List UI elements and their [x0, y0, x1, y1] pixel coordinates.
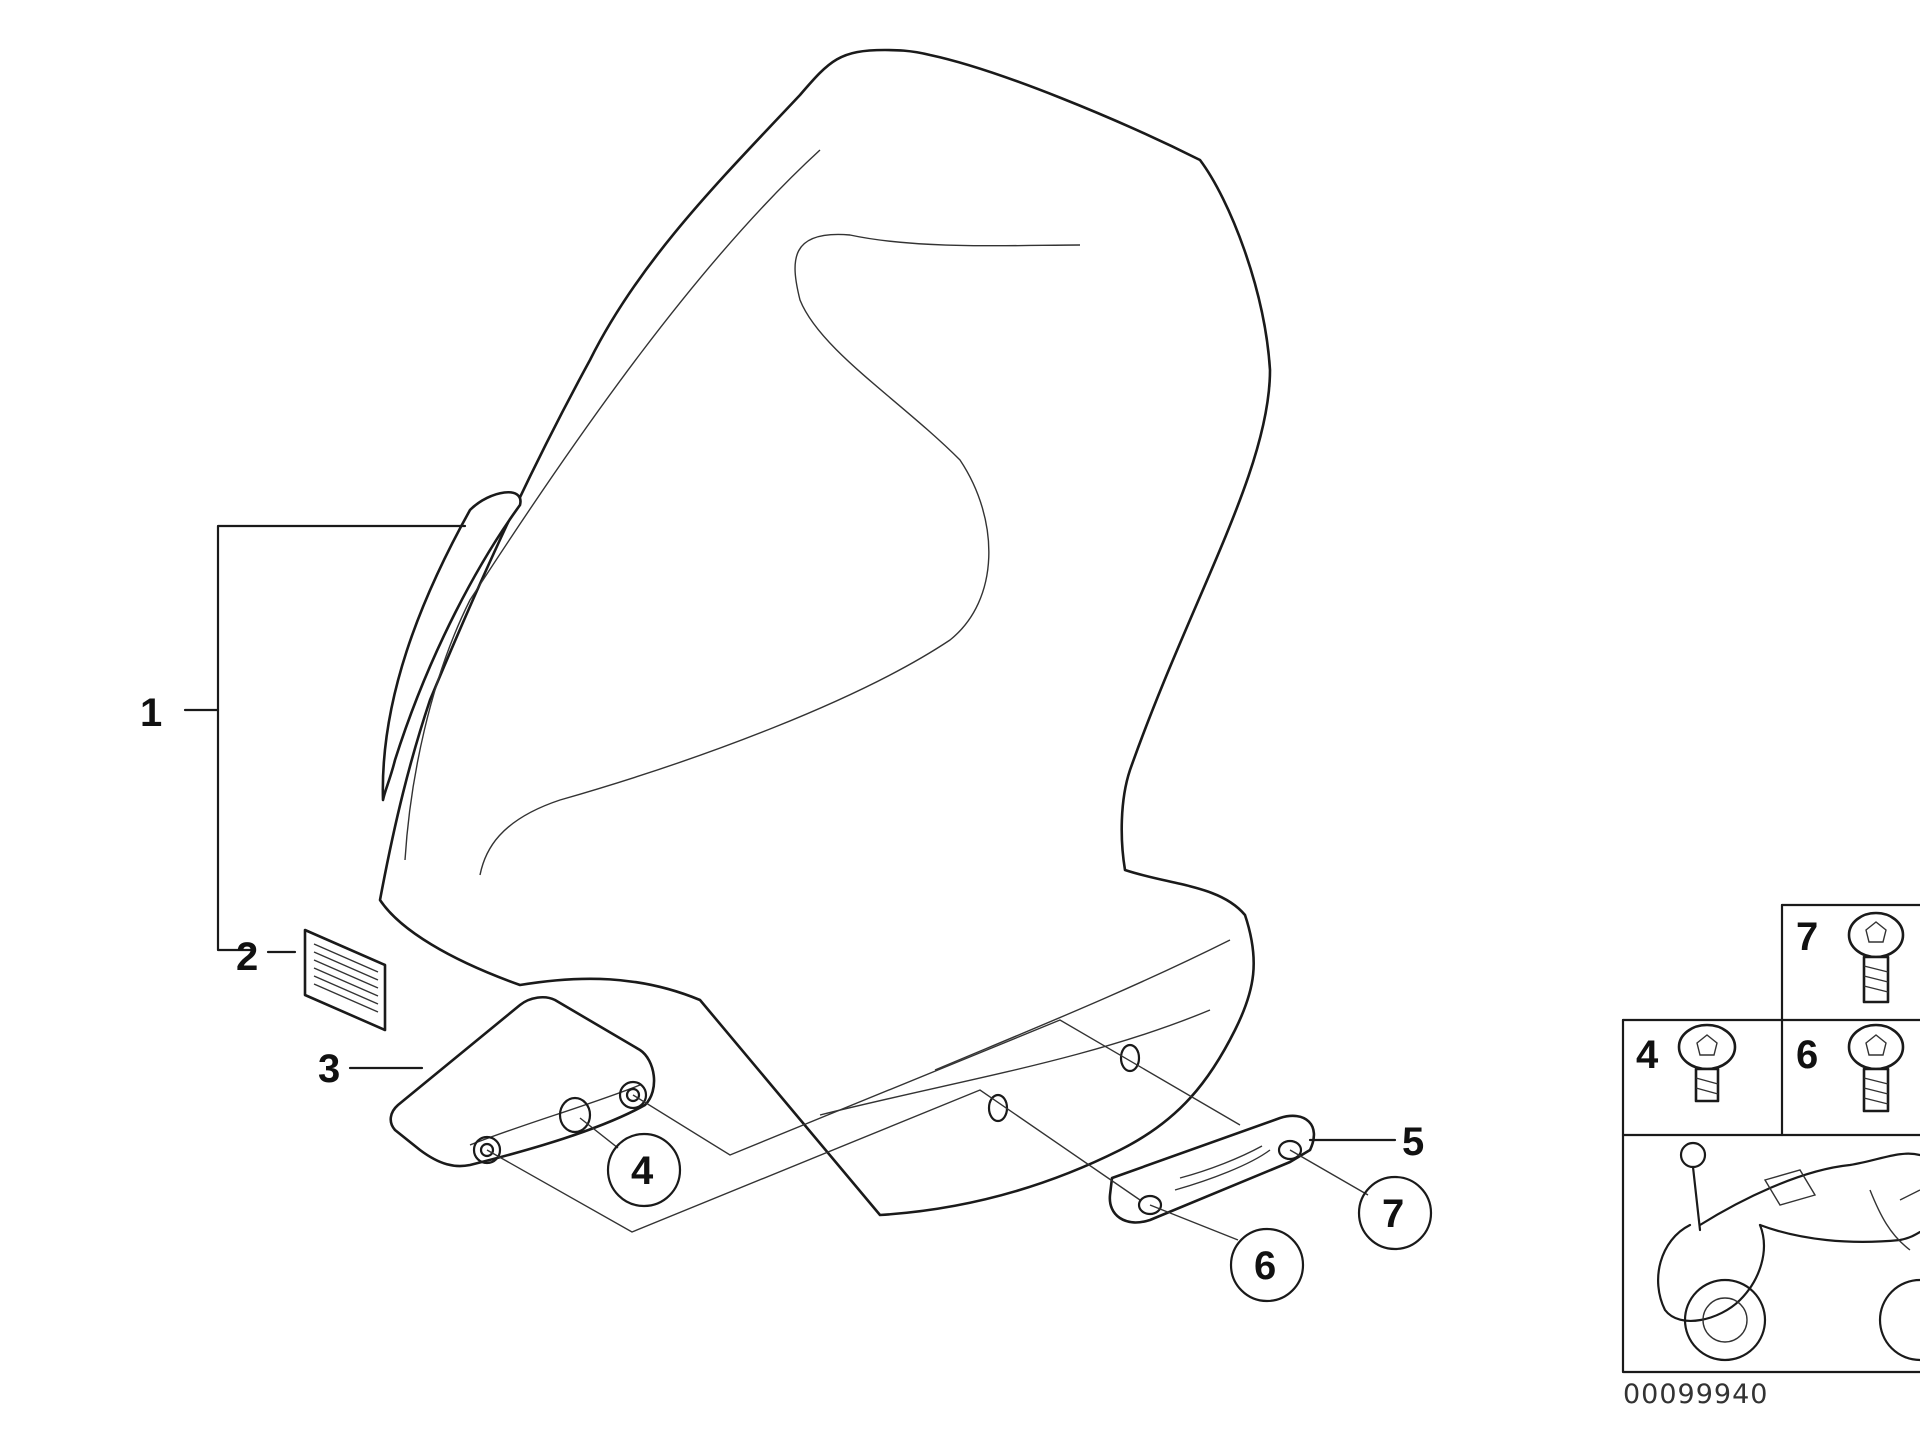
- callout-2-label: 2: [236, 935, 258, 979]
- legend-box-4-number: 4: [1636, 1033, 1659, 1077]
- windshield-part[interactable]: [378, 48, 1272, 1217]
- callout-5-label: 5: [1402, 1120, 1424, 1164]
- callout-6-label: 6: [1254, 1244, 1276, 1288]
- circled-callout-6[interactable]: 6: [1149, 1204, 1305, 1303]
- warning-label-sticker[interactable]: [303, 928, 387, 1032]
- callout-1-label: 1: [140, 691, 162, 735]
- clamp-plate[interactable]: [1108, 1114, 1316, 1224]
- hardware-legend: 7 4 6: [1621, 903, 1920, 1374]
- mounting-bracket[interactable]: [389, 995, 656, 1168]
- legend-box-6-number: 6: [1796, 1033, 1818, 1077]
- circled-callout-7[interactable]: 7: [1289, 1149, 1433, 1251]
- torx-screw-icon: [1847, 1023, 1905, 1113]
- assembly-line-bracket-upper: [632, 1019, 1241, 1156]
- callout-3-label: 3: [318, 1047, 340, 1091]
- circled-callout-4[interactable]: 4: [579, 1117, 682, 1208]
- torx-screw-icon: [1677, 1023, 1737, 1103]
- legend-box-7[interactable]: 7: [1796, 911, 1905, 1004]
- legend-box-4[interactable]: 4: [1636, 1023, 1737, 1103]
- drawing-reference-code: 00099940: [1623, 1379, 1768, 1410]
- legend-box-6[interactable]: 6: [1796, 1023, 1905, 1113]
- callout-1-leader: [216, 524, 467, 952]
- legend-box-7-number: 7: [1796, 915, 1818, 959]
- torx-screw-icon: [1847, 911, 1905, 1004]
- motorcycle-thumbnail: [1657, 1141, 1920, 1362]
- windshield-side-flap: [381, 491, 522, 802]
- assembly-line-bracket-lower: [486, 1089, 1141, 1233]
- callout-7-label: 7: [1382, 1192, 1404, 1236]
- callout-4-label: 4: [631, 1149, 654, 1193]
